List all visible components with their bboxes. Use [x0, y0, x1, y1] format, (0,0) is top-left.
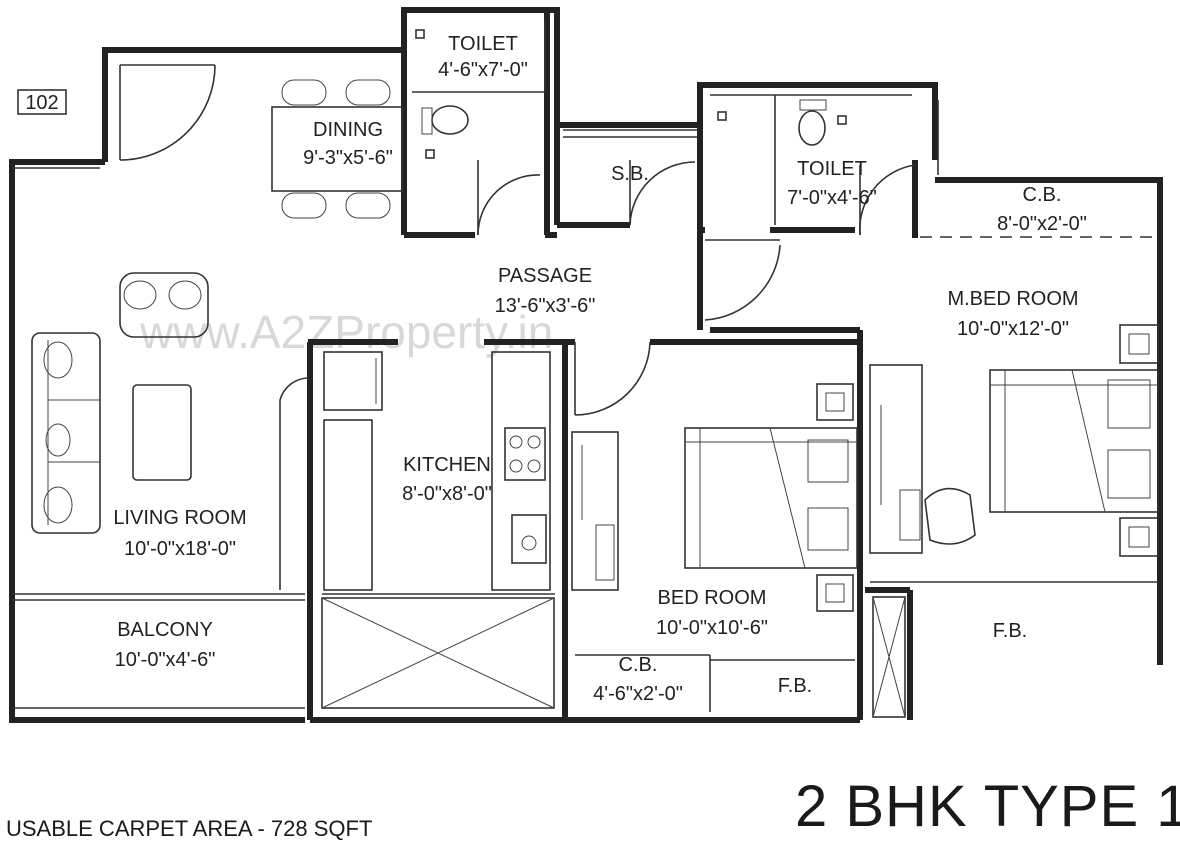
living-size: 10'-0"x18'-0": [124, 538, 236, 560]
toilet2-size: 7'-0"x4'-6": [787, 187, 877, 209]
dining-name: DINING: [313, 119, 383, 141]
passage-name: PASSAGE: [498, 265, 592, 287]
passage-size: 13'-6"x3'-6": [495, 295, 596, 317]
master-bed-name: M.BED ROOM: [947, 288, 1078, 310]
dining-size: 9'-3"x5'-6": [303, 147, 393, 169]
balcony-size: 10'-0"x4'-6": [115, 649, 216, 671]
kitchen-counter: [323, 351, 551, 591]
master-bed-size: 10'-0"x12'-0": [957, 318, 1069, 340]
living-name: LIVING ROOM: [113, 507, 246, 529]
coffee-table: [132, 384, 192, 481]
dining-table: [271, 79, 403, 219]
cb-bed-size: 4'-6"x2'-0": [593, 683, 683, 705]
sink-icon: [511, 514, 547, 564]
cb-master-name: C.B.: [1023, 184, 1062, 206]
walls: [9, 7, 1163, 723]
kitchen-size: 8'-0"x8'-0": [402, 483, 492, 505]
sb-name: S.B.: [611, 163, 649, 185]
toilet-fixtures: [412, 29, 912, 225]
cb-master-size: 8'-0"x2'-0": [997, 213, 1087, 235]
bed-size: 10'-0"x10'-6": [656, 617, 768, 639]
stove-icon: [504, 427, 546, 481]
unit-number-box: [17, 89, 67, 115]
fb-bed-name: F.B.: [778, 675, 812, 697]
armchair: [119, 272, 209, 338]
toilet1-size: 4'-6"x7'-0": [438, 59, 528, 81]
sofa: [31, 332, 101, 534]
toilet2-name: TOILET: [797, 158, 867, 180]
cb-bed-name: C.B.: [619, 654, 658, 676]
carpet-area: USABLE CARPET AREA - 728 SQFT: [6, 816, 372, 841]
watermark: www.A2ZProperty.in: [139, 306, 553, 358]
bed-name: BED ROOM: [658, 587, 767, 609]
toilet1-name: TOILET: [448, 33, 518, 55]
fb-master-name: F.B.: [993, 620, 1027, 642]
doors: [119, 64, 916, 590]
master-bed-furniture: [869, 324, 1159, 557]
bed-room-furniture: [571, 383, 858, 612]
balcony-name: BALCONY: [117, 619, 213, 641]
unit-number: 102: [25, 92, 58, 114]
kitchen-name: KITCHEN: [403, 454, 491, 476]
thin-lines: [12, 20, 1158, 718]
plan-title: 2 BHK TYPE 1: [795, 774, 1180, 839]
